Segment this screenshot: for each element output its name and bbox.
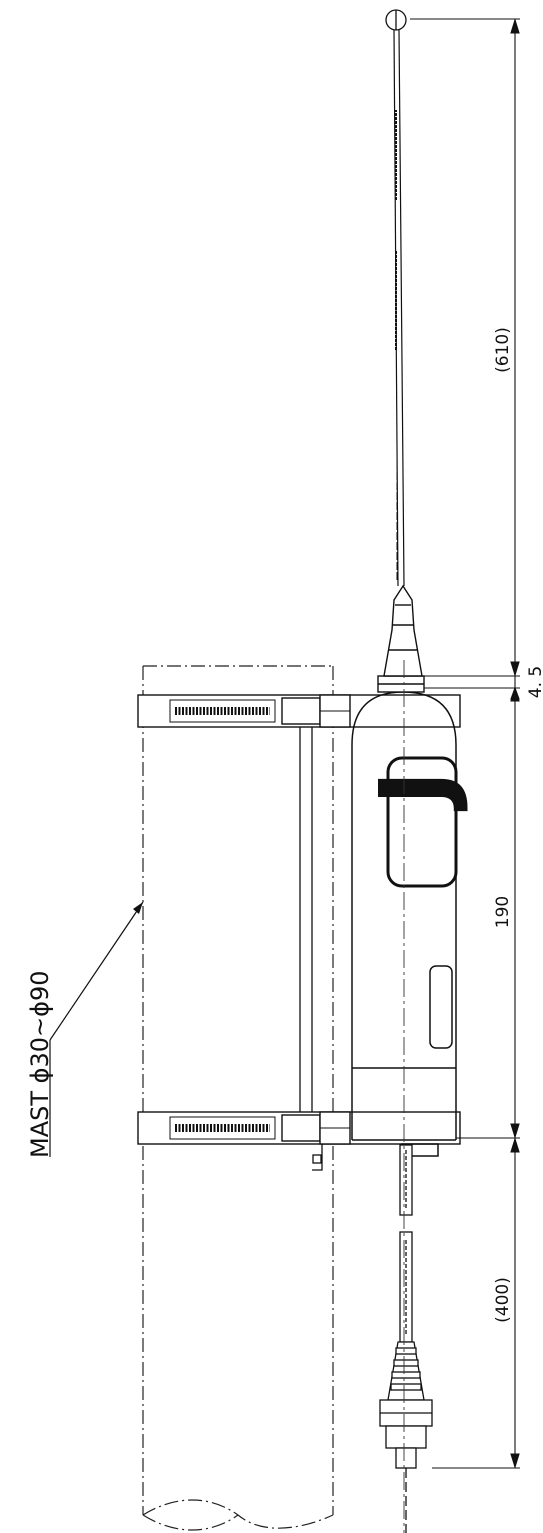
dimension-body-length: 190 bbox=[493, 896, 513, 928]
connector bbox=[379, 1341, 433, 1533]
mast-label: MAST ϕ30~ϕ90 bbox=[26, 971, 54, 1159]
mast bbox=[142, 665, 334, 1531]
dimension-antenna-length: (610) bbox=[493, 327, 513, 373]
dimension-cable-length: (400) bbox=[493, 1277, 513, 1323]
dimension-texts: (610) 4. 5 190 (400) bbox=[493, 327, 543, 1323]
whip-element bbox=[393, 29, 405, 587]
mast-label-group: MAST ϕ30~ϕ90 bbox=[26, 901, 144, 1159]
hose-clamp-top bbox=[137, 694, 461, 728]
dimension-lines bbox=[410, 18, 520, 1469]
whip-tip bbox=[385, 9, 407, 31]
logo-letter: J bbox=[359, 770, 471, 812]
hose-clamp-bottom bbox=[137, 1111, 461, 1145]
logo-plate: J bbox=[359, 756, 471, 888]
cable bbox=[399, 1144, 413, 1343]
dimension-gap: 4. 5 bbox=[526, 666, 543, 698]
bracket-plate bbox=[299, 702, 323, 1171]
antenna-base-cap bbox=[377, 584, 425, 693]
